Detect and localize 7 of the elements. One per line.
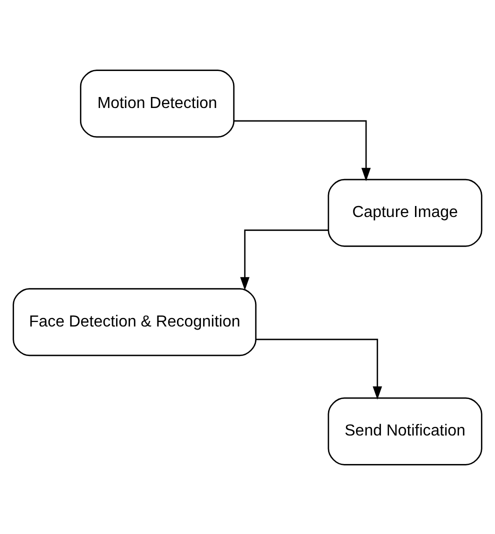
node-box: Send Notification <box>328 396 482 465</box>
node-box: Face Detection & Recognition <box>12 288 256 356</box>
arrow <box>256 338 382 400</box>
arrow <box>234 120 371 181</box>
arrow <box>240 229 328 290</box>
node-box: Motion Detection <box>80 69 234 138</box>
node-box: Capture Image <box>328 178 482 246</box>
